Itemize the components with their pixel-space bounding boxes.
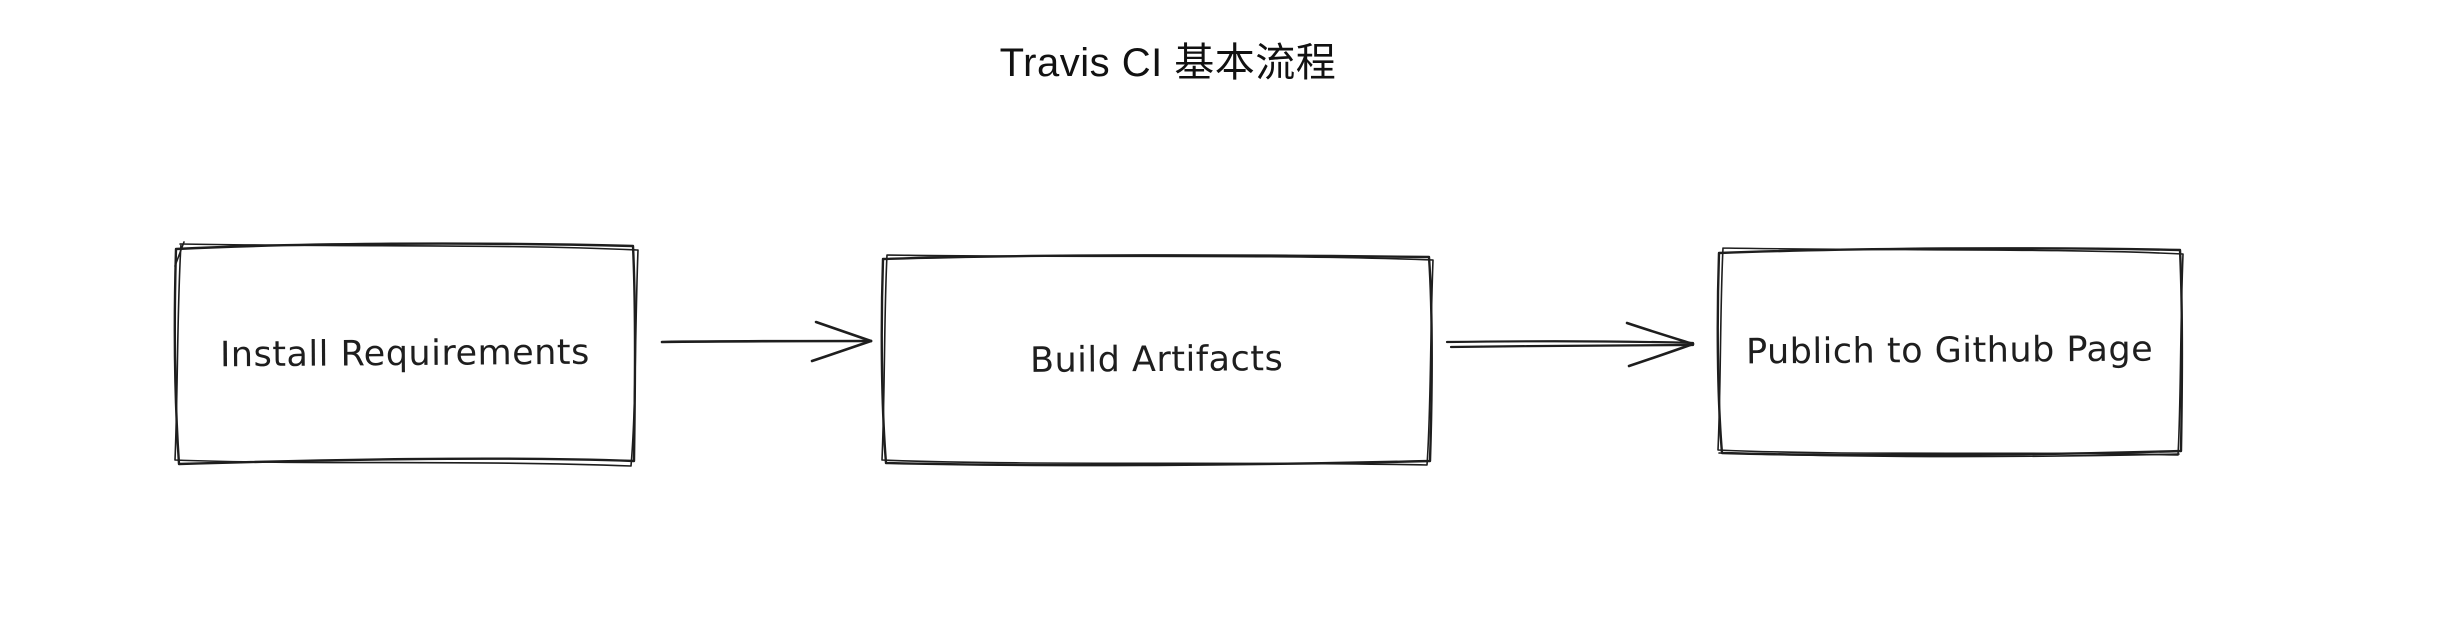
node-build-artifacts[interactable]: Build Artifacts bbox=[876, 250, 1437, 469]
node-publish-github-page[interactable]: Publich to Github Page bbox=[1713, 243, 2187, 459]
node-label: Build Artifacts bbox=[1029, 338, 1284, 381]
node-install-requirements[interactable]: Install Requirements bbox=[168, 238, 642, 470]
sketch-rect-border bbox=[173, 241, 639, 467]
node-label: Publich to Github Page bbox=[1746, 329, 2154, 373]
sketch-rect-border bbox=[880, 254, 1434, 467]
arrow-right-1[interactable] bbox=[658, 313, 882, 375]
arrow-right-2[interactable] bbox=[1443, 314, 1703, 378]
sketch-rect-border bbox=[1716, 247, 2184, 458]
node-label: Install Requirements bbox=[219, 332, 591, 376]
diagram-title: Travis CI 基本流程 bbox=[999, 41, 1337, 85]
